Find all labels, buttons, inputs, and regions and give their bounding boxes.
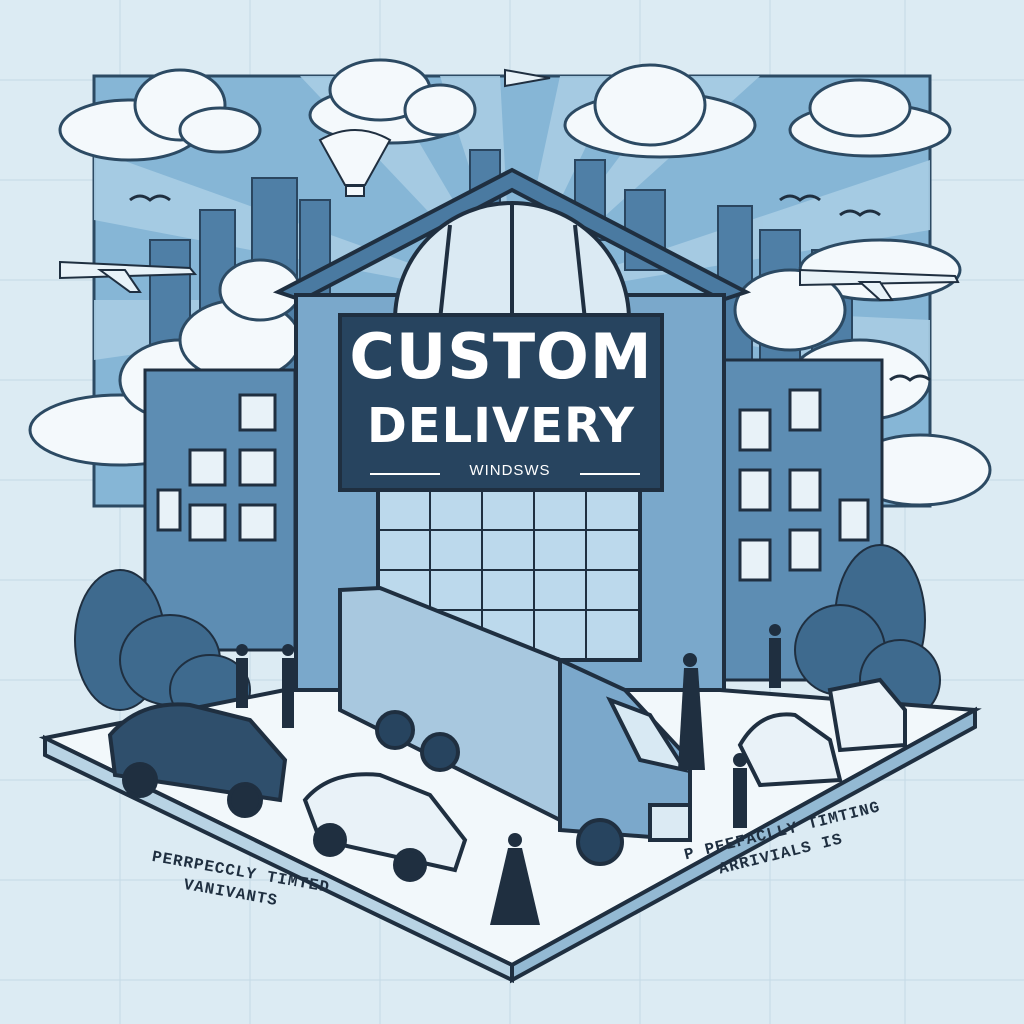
car-icon <box>737 677 907 788</box>
cloud-icon <box>788 78 952 158</box>
tree-icon <box>794 544 941 721</box>
sign-subtitle: WINDSWS <box>469 462 551 479</box>
cloud-icon <box>563 63 757 159</box>
car-icon <box>107 702 288 818</box>
airplane-icon <box>504 68 551 88</box>
main-building <box>272 167 752 697</box>
bird-icon <box>129 194 931 382</box>
left-building <box>143 368 297 652</box>
hot-air-balloon-icon <box>318 129 392 197</box>
cloud-icon <box>58 68 262 162</box>
sign-panel <box>338 313 664 492</box>
person-icon <box>236 624 781 925</box>
truck-icon <box>338 585 692 866</box>
sign-title-line1: CUSTOM <box>349 320 653 393</box>
sign-title-line2: DELIVERY <box>366 398 636 454</box>
airplane-icon <box>799 268 960 301</box>
car-icon <box>302 772 468 882</box>
cloud-icon <box>308 58 477 145</box>
airplane-icon <box>59 260 198 293</box>
